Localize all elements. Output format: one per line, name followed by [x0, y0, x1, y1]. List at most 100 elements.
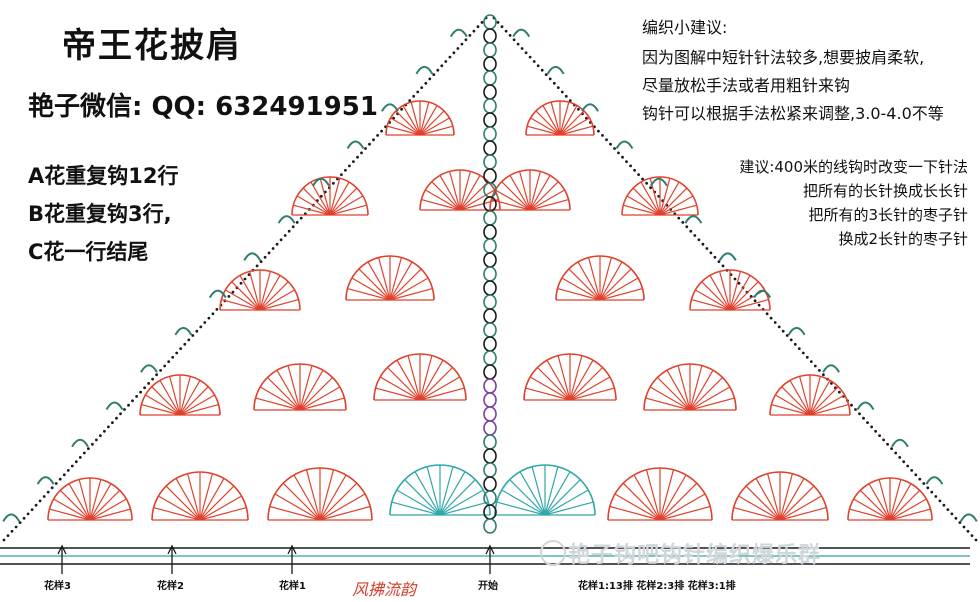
- fan-stitch: [599, 261, 623, 301]
- fan-arc: [607, 467, 713, 521]
- center-spine: [483, 14, 497, 534]
- spine-chain: [483, 322, 497, 338]
- spine-chain: [483, 252, 497, 268]
- fan-motif: [419, 169, 501, 211]
- fan-stitch: [439, 489, 484, 516]
- spine-chain: [483, 420, 497, 436]
- outline-dot: [777, 325, 781, 329]
- fan-stitch: [459, 171, 471, 211]
- fan-stitch: [439, 466, 454, 516]
- fan-stitch: [623, 204, 661, 216]
- outline-dot: [906, 464, 910, 468]
- outline-dot: [42, 495, 46, 498]
- outline-dot: [870, 425, 873, 429]
- fan-stitch: [390, 117, 421, 136]
- fan-stitch: [542, 105, 561, 136]
- outline-dot: [524, 51, 528, 55]
- fan-stitch: [421, 199, 461, 211]
- fan-stitch: [779, 507, 827, 521]
- arrow-head: [287, 544, 297, 555]
- outline-dot: [115, 416, 118, 420]
- outline-dot: [58, 477, 62, 481]
- fan-stitch: [809, 376, 821, 416]
- outline-dot: [420, 86, 424, 89]
- outline-dot: [902, 460, 906, 464]
- outline-dot: [119, 412, 122, 416]
- outline-dot: [613, 147, 616, 150]
- outline-dot: [701, 242, 705, 246]
- edge-scallop: [140, 364, 158, 373]
- fan-stitch: [379, 376, 421, 401]
- fan-stitch: [199, 495, 242, 521]
- edge-scallop: [615, 140, 634, 150]
- fan-stitch: [659, 181, 680, 216]
- fan-stitch: [657, 377, 691, 411]
- fan-stitch: [767, 473, 781, 521]
- fan-stitch: [659, 187, 688, 216]
- fan-stitch: [659, 469, 675, 521]
- outline-dot: [275, 242, 279, 246]
- fan-stitch: [853, 498, 891, 521]
- outline-dot: [480, 21, 484, 24]
- spine-chain: [483, 350, 497, 366]
- outline-dot: [520, 47, 524, 50]
- outline-dot: [709, 251, 713, 255]
- fan-stitch: [544, 479, 581, 516]
- fan-motif: [731, 471, 829, 521]
- fan-stitch: [158, 495, 201, 521]
- spine-chain: [483, 392, 497, 408]
- outline-dot: [91, 442, 94, 446]
- outline-dot: [705, 247, 709, 250]
- fan-stitch: [588, 257, 601, 301]
- outline-dot: [854, 408, 857, 411]
- fan-stitch: [419, 359, 444, 401]
- spine-chain: [483, 70, 497, 86]
- outline-dot: [267, 251, 271, 255]
- fan-stitch: [659, 505, 711, 521]
- outline-dot: [340, 173, 343, 177]
- outline-dot: [597, 129, 600, 133]
- fan-stitch: [419, 105, 438, 136]
- fan-stitch: [529, 376, 571, 401]
- fan-stitch: [410, 102, 421, 136]
- fan-stitch: [199, 485, 235, 521]
- watermark-icon: [540, 540, 566, 566]
- fan-stitch: [559, 110, 585, 136]
- outline-dot: [809, 360, 813, 363]
- fan-stitch: [640, 181, 661, 216]
- fan-stitch: [701, 281, 731, 311]
- outline-dot: [516, 42, 520, 46]
- fan-stitch: [729, 281, 759, 311]
- fan-stitch: [691, 299, 731, 311]
- outline-dot: [2, 538, 6, 542]
- outline-dot: [400, 107, 403, 111]
- outline-dot: [818, 369, 821, 372]
- fan-stitch: [509, 175, 531, 211]
- outline-dot: [283, 234, 287, 237]
- outline-dot: [617, 151, 620, 155]
- edge-scallop: [2, 513, 21, 522]
- fan-stitch: [358, 268, 391, 301]
- edge-scallop: [925, 476, 944, 485]
- fan-stitch: [179, 386, 209, 416]
- outline-dot: [685, 225, 689, 229]
- fan-stitch: [569, 355, 583, 401]
- fan-stitch: [299, 365, 313, 411]
- edge-scallop: [174, 326, 193, 336]
- spine-chain: [483, 84, 497, 100]
- outline-dot: [926, 486, 930, 490]
- outline-dot: [564, 94, 568, 98]
- arrow-head: [167, 544, 177, 555]
- fan-stitch: [527, 125, 561, 136]
- spine-chain: [483, 14, 497, 30]
- fan-stitch: [89, 498, 127, 521]
- fan-stitch: [419, 376, 461, 401]
- spine-chain: [483, 112, 497, 128]
- outline-dot: [348, 164, 351, 168]
- fan-stitch: [179, 380, 201, 416]
- edge-scallop: [381, 103, 399, 112]
- fan-stitch: [544, 501, 594, 516]
- fan-stitch: [755, 478, 781, 521]
- edge-scallop: [208, 289, 227, 299]
- fan-stitch: [329, 178, 341, 216]
